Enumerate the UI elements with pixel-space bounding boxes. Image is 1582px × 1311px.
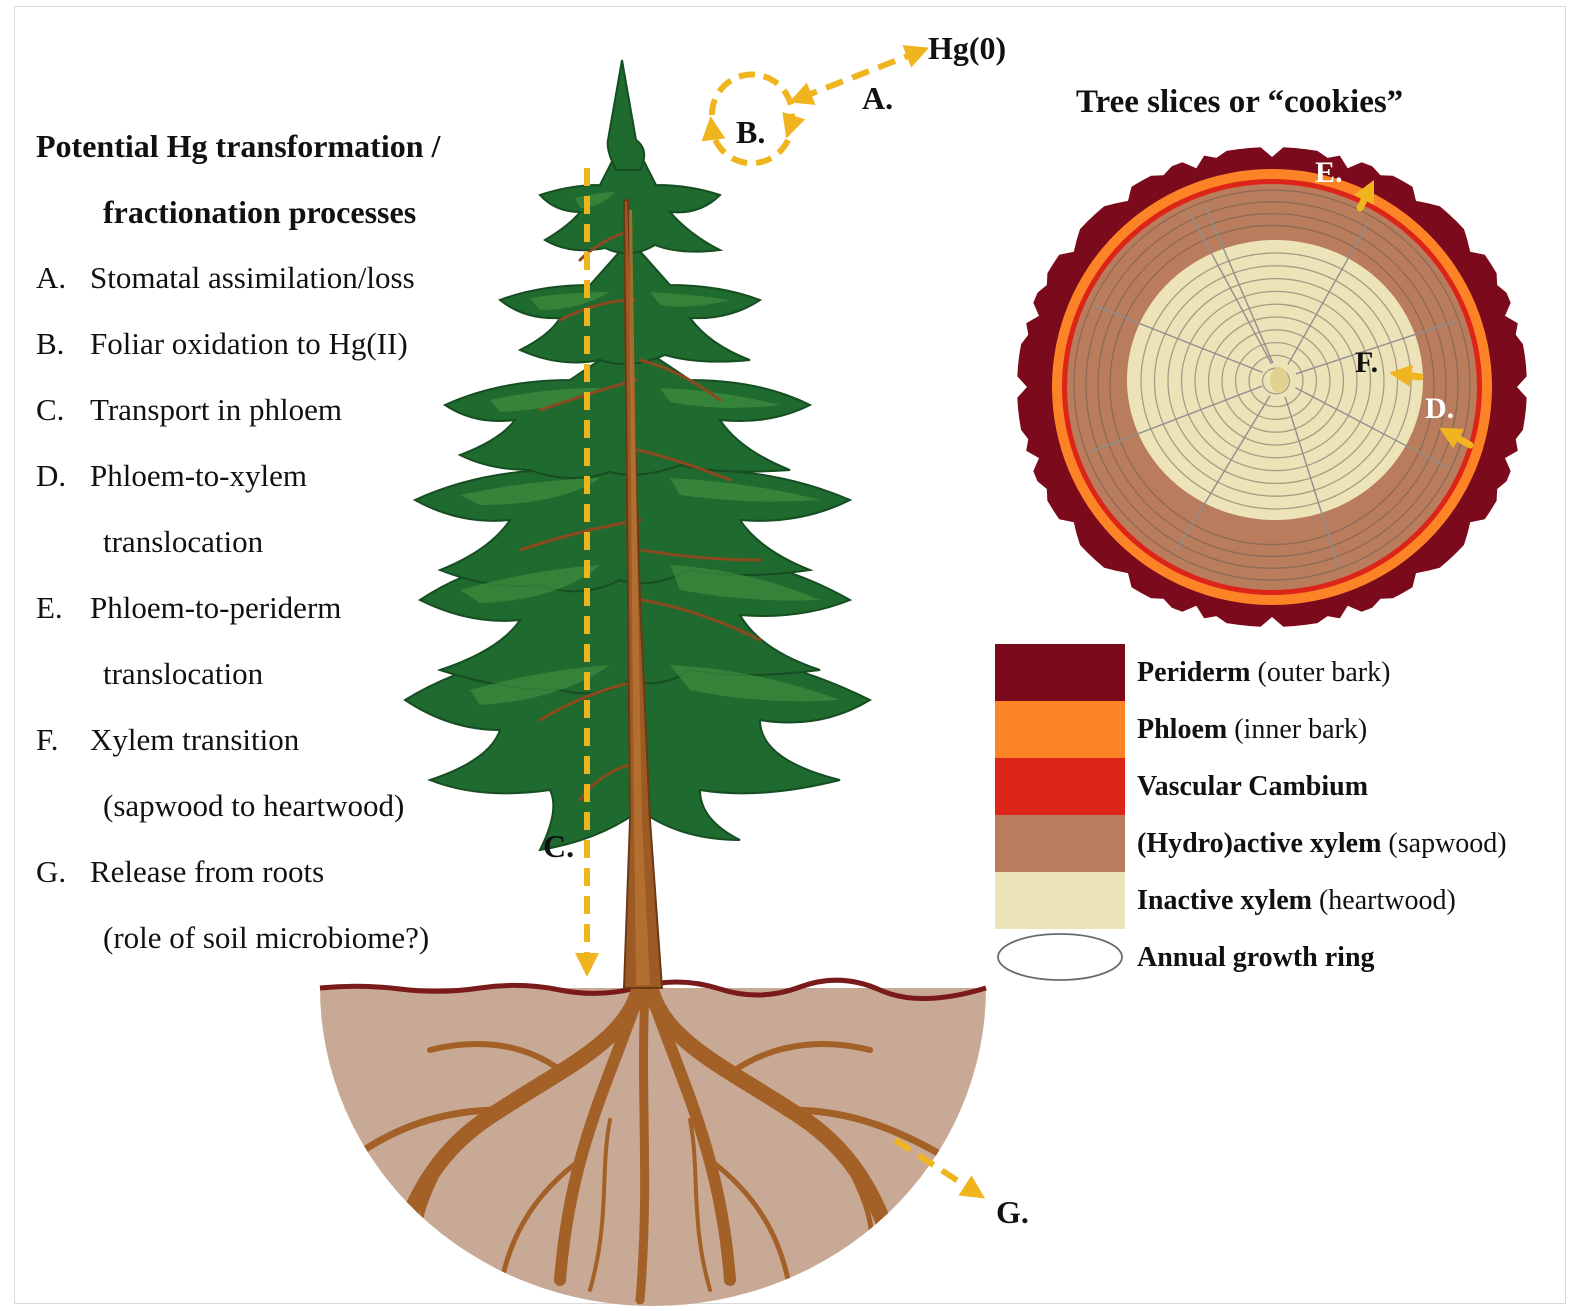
process-letter: A. [36, 262, 90, 293]
process-letter: C. [36, 394, 90, 425]
heading-line-1: Potential Hg transformation / [36, 130, 440, 162]
process-item-f-continued: (sapwood to heartwood) [103, 790, 404, 821]
legend-label: Phloem (inner bark) [1137, 714, 1367, 746]
label-d: D. [1425, 394, 1454, 424]
process-item-a: A.Stomatal assimilation/loss [36, 262, 415, 293]
process-letter: D. [36, 460, 90, 491]
process-item-e-continued: translocation [103, 658, 263, 689]
cookie-title: Tree slices or “cookies” [1076, 86, 1403, 119]
process-text: Foliar oxidation to Hg(II) [90, 326, 408, 361]
legend-swatch [995, 872, 1125, 929]
process-item-g: G.Release from roots [36, 856, 324, 887]
legend-row-periderm: Periderm (outer bark) [995, 644, 1390, 701]
legend-swatch [995, 758, 1125, 815]
legend-swatch [995, 644, 1125, 701]
process-item-e: E.Phloem-to-periderm [36, 592, 341, 623]
label-g: G. [996, 1196, 1029, 1228]
label-b: B. [736, 116, 765, 148]
legend-label: Inactive xylem (heartwood) [1137, 885, 1456, 917]
legend-swatch [995, 815, 1125, 872]
process-text: Xylem transition [90, 722, 299, 757]
label-hg0: Hg(0) [928, 32, 1006, 64]
legend-label: Periderm (outer bark) [1137, 657, 1390, 689]
legend-row-cambium: Vascular Cambium [995, 758, 1368, 815]
tree-cookie [1017, 147, 1526, 627]
legend-row-sapwood: (Hydro)active xylem (sapwood) [995, 815, 1507, 872]
process-letter: E. [36, 592, 90, 623]
label-e: E. [1315, 158, 1343, 188]
legend-label: Annual growth ring [1137, 942, 1375, 974]
process-text: Phloem-to-xylem [90, 458, 307, 493]
process-item-d: D.Phloem-to-xylem [36, 460, 307, 491]
legend-row-growth-ring: Annual growth ring [995, 929, 1375, 986]
tree [405, 60, 870, 988]
process-item-d-continued: translocation [103, 526, 263, 557]
process-letter: F. [36, 724, 90, 755]
label-f: F. [1355, 348, 1378, 378]
process-text: Release from roots [90, 854, 324, 889]
arrow-a-stomatal [800, 52, 918, 98]
legend-label: Vascular Cambium [1137, 771, 1368, 803]
process-item-f: F.Xylem transition [36, 724, 299, 755]
process-text: Transport in phloem [90, 392, 342, 427]
process-item-c: C.Transport in phloem [36, 394, 342, 425]
arrow-f [1398, 374, 1420, 377]
heading-line-2: fractionation processes [103, 196, 416, 228]
soil [320, 980, 986, 1306]
label-a: A. [862, 82, 893, 114]
legend-row-heartwood: Inactive xylem (heartwood) [995, 872, 1456, 929]
process-text: Stomatal assimilation/loss [90, 260, 415, 295]
legend-swatch [995, 701, 1125, 758]
legend-ring-icon [995, 929, 1125, 986]
legend-row-phloem: Phloem (inner bark) [995, 701, 1367, 758]
process-item-g-continued: (role of soil microbiome?) [103, 922, 429, 953]
label-c: C. [543, 830, 574, 862]
process-letter: B. [36, 328, 90, 359]
process-item-b: B.Foliar oxidation to Hg(II) [36, 328, 408, 359]
legend-label: (Hydro)active xylem (sapwood) [1137, 828, 1507, 860]
process-letter: G. [36, 856, 90, 887]
process-text: Phloem-to-periderm [90, 590, 341, 625]
